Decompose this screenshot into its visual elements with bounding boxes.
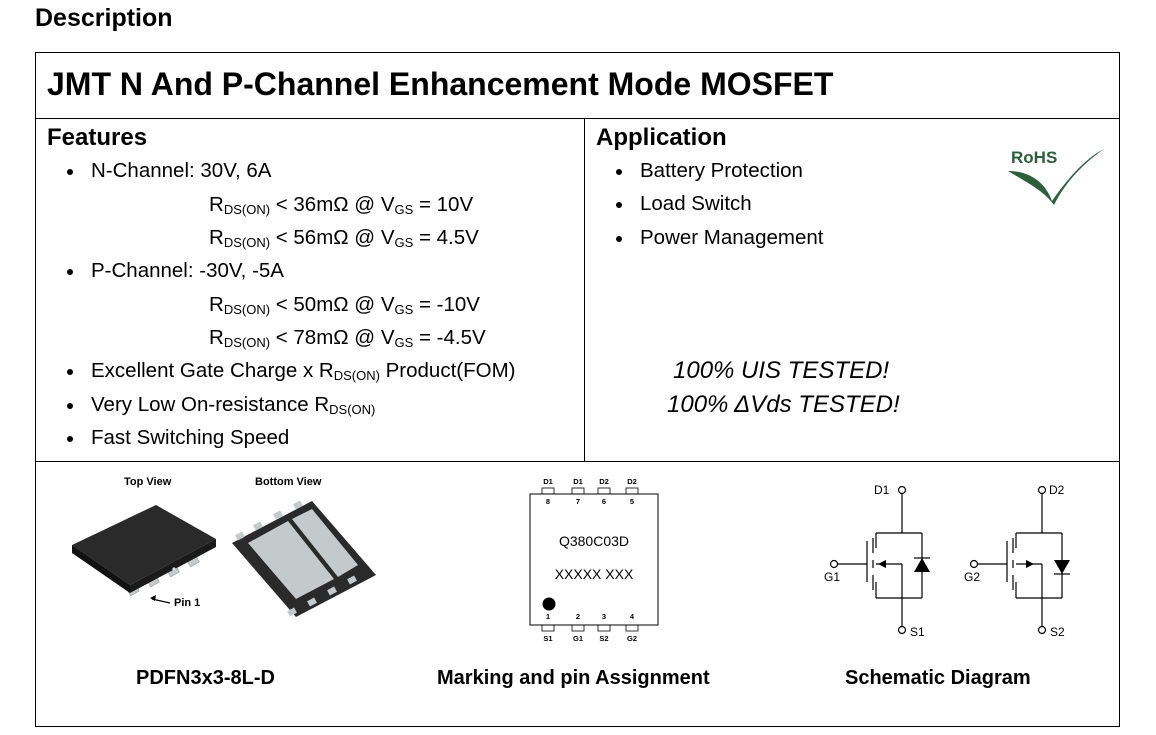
- d1-label: D1: [874, 483, 890, 497]
- bullet: [67, 269, 73, 275]
- g1-label: G1: [824, 570, 840, 584]
- section-heading: Description: [35, 4, 173, 32]
- pin-label: S1: [543, 634, 552, 643]
- application-title: Application: [596, 124, 727, 151]
- app-item: Power Management: [640, 226, 824, 249]
- pin-number: 6: [602, 497, 606, 506]
- pin1-dot: [542, 597, 556, 611]
- pin-number: 5: [630, 497, 634, 506]
- date-code-marking: XXXXX XXX: [555, 566, 634, 582]
- n-channel-spec: N-Channel: 30V, 6A: [91, 159, 272, 182]
- low-on-resistance-feature: Very Low On-resistance RDS(ON): [91, 393, 376, 417]
- marking-caption: Marking and pin Assignment: [437, 667, 710, 689]
- leaf-check-icon: [1008, 149, 1104, 205]
- column-divider: [584, 119, 585, 462]
- pin-number: 3: [602, 612, 606, 621]
- p-rdson-4v5: RDS(ON) < 78mΩ @ VGS = -4.5V: [209, 326, 486, 350]
- package-bottom-view: [232, 500, 376, 617]
- part-number-marking: Q380C03D: [559, 533, 629, 549]
- s2-label: S2: [1050, 625, 1065, 639]
- p-channel-spec: P-Channel: -30V, -5A: [91, 259, 284, 282]
- d2-label: D2: [1049, 483, 1065, 497]
- description-table: JMT N And P-Channel Enhancement Mode MOS…: [35, 52, 1120, 727]
- pin-number: 2: [576, 612, 580, 621]
- pin-number: 4: [630, 612, 635, 621]
- pin-number: 8: [546, 497, 550, 506]
- bottom-view-label: Bottom View: [255, 476, 322, 488]
- marking-diagram: D1 D1 D2 D2 8 7 6 5 Q380C03D XXXXX XXX 1…: [529, 477, 659, 643]
- title-row: JMT N And P-Channel Enhancement Mode MOS…: [36, 53, 1119, 119]
- bullet: [616, 236, 622, 242]
- fast-switching-feature: Fast Switching Speed: [91, 426, 290, 449]
- schematic-diagram: D1 D2 G1 G2 S1 S2: [824, 483, 1070, 639]
- n-rdson-10v: RDS(ON) < 36mΩ @ VGS = 10V: [209, 193, 474, 217]
- n-rdson-4v5: RDS(ON) < 56mΩ @ VGS = 4.5V: [209, 226, 479, 250]
- schematic-caption: Schematic Diagram: [845, 667, 1031, 689]
- bullet: [67, 403, 73, 409]
- uis-tested-note: 100% UIS TESTED!: [673, 357, 890, 384]
- app-item: Battery Protection: [640, 159, 803, 182]
- pin-number: 1: [546, 612, 550, 621]
- pin-label: G2: [627, 634, 637, 643]
- bullet: [67, 436, 73, 442]
- app-item: Load Switch: [640, 192, 752, 215]
- bullet: [67, 369, 73, 375]
- pin-label: S2: [599, 634, 608, 643]
- features-title: Features: [47, 124, 148, 151]
- pin-label: D1: [543, 477, 553, 486]
- dvds-tested-note: 100% ΔVds TESTED!: [667, 391, 900, 418]
- pin-number: 7: [576, 497, 580, 506]
- s1-label: S1: [910, 625, 925, 639]
- pin1-label: Pin 1: [174, 597, 200, 609]
- pin-label: D1: [573, 477, 583, 486]
- bullet: [616, 202, 622, 208]
- pin-label: G1: [573, 634, 583, 643]
- rohs-logo: RoHS: [1008, 148, 1104, 205]
- rohs-label: RoHS: [1011, 148, 1057, 167]
- package-top-view: Pin 1: [72, 505, 216, 609]
- row-divider: [36, 461, 1119, 462]
- product-title: JMT N And P-Channel Enhancement Mode MOS…: [47, 66, 834, 102]
- top-view-label: Top View: [124, 476, 172, 488]
- g2-label: G2: [964, 570, 980, 584]
- bullet: [616, 169, 622, 175]
- pin-label: D2: [599, 477, 609, 486]
- gate-charge-feature: Excellent Gate Charge x RDS(ON) Product(…: [91, 359, 516, 383]
- bullet: [67, 169, 73, 175]
- p-rdson-10v: RDS(ON) < 50mΩ @ VGS = -10V: [209, 293, 480, 317]
- package-caption: PDFN3x3-8L-D: [136, 667, 275, 689]
- pin-label: D2: [627, 477, 637, 486]
